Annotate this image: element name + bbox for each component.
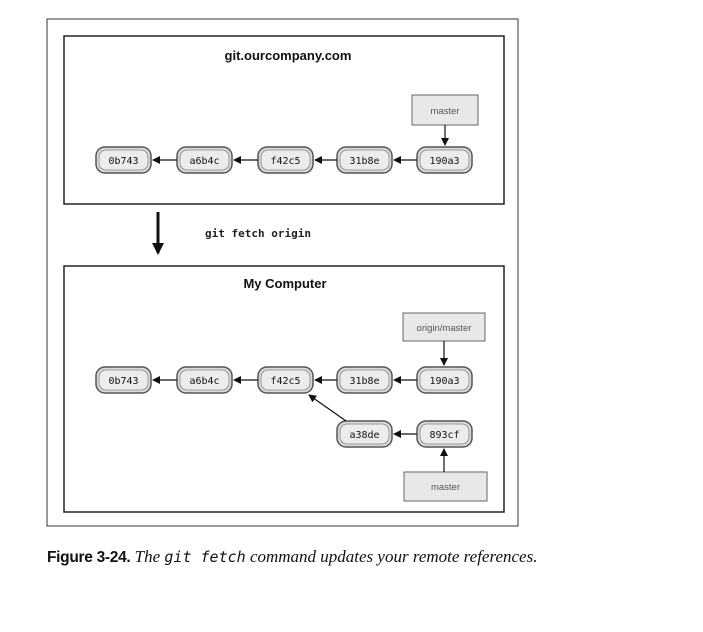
commit-label: 0b743 [108, 156, 138, 167]
commit-label: a38de [349, 430, 379, 441]
remote-server-box [63, 35, 505, 205]
commit-label: 190a3 [429, 376, 459, 387]
commit-label: f42c5 [270, 376, 300, 387]
ref-master-top [411, 94, 479, 126]
commit-node: 190a3 [416, 366, 473, 394]
commit-label: 31b8e [349, 376, 379, 387]
commit-node: f42c5 [257, 366, 314, 394]
commit-node: a38de [336, 420, 393, 448]
commit-node: 893cf [416, 420, 473, 448]
commit-label: 190a3 [429, 156, 459, 167]
remote-server-title: git.ourcompany.com [225, 48, 352, 63]
commit-label: a6b4c [189, 376, 219, 387]
commit-node: 31b8e [336, 366, 393, 394]
ref-master-bottom [403, 471, 488, 502]
ref-master-top-label: master [430, 106, 459, 117]
commit-label: f42c5 [270, 156, 300, 167]
ref-master-bottom-label: master [431, 482, 460, 493]
diagram: git.ourcompany.com master 0b743 a6b4c f4… [46, 18, 519, 527]
commit-node: f42c5 [257, 146, 314, 174]
commit-label: 0b743 [108, 376, 138, 387]
caption-text-before: The [134, 547, 161, 566]
commit-node: a6b4c [176, 366, 233, 394]
command-label: git fetch origin [205, 227, 311, 240]
parent-arrow [308, 394, 347, 422]
figure-number: Figure 3-24. [47, 549, 131, 566]
commit-label: 893cf [429, 430, 459, 441]
caption-code: git fetch [164, 548, 246, 566]
commit-node: 0b743 [95, 366, 152, 394]
ref-origin-master [402, 312, 486, 342]
local-computer-title: My Computer [243, 276, 326, 291]
commit-node: 31b8e [336, 146, 393, 174]
figure-frame [46, 18, 519, 527]
commit-node: a6b4c [176, 146, 233, 174]
commit-node: 190a3 [416, 146, 473, 174]
figure-caption: Figure 3-24. The git fetch command updat… [47, 547, 687, 567]
ref-origin-master-label: origin/master [417, 323, 472, 334]
local-computer-box [63, 265, 505, 513]
commit-label: a6b4c [189, 156, 219, 167]
commit-node: 0b743 [95, 146, 152, 174]
caption-text-after: command updates your remote references. [249, 547, 538, 566]
commit-label: 31b8e [349, 156, 379, 167]
